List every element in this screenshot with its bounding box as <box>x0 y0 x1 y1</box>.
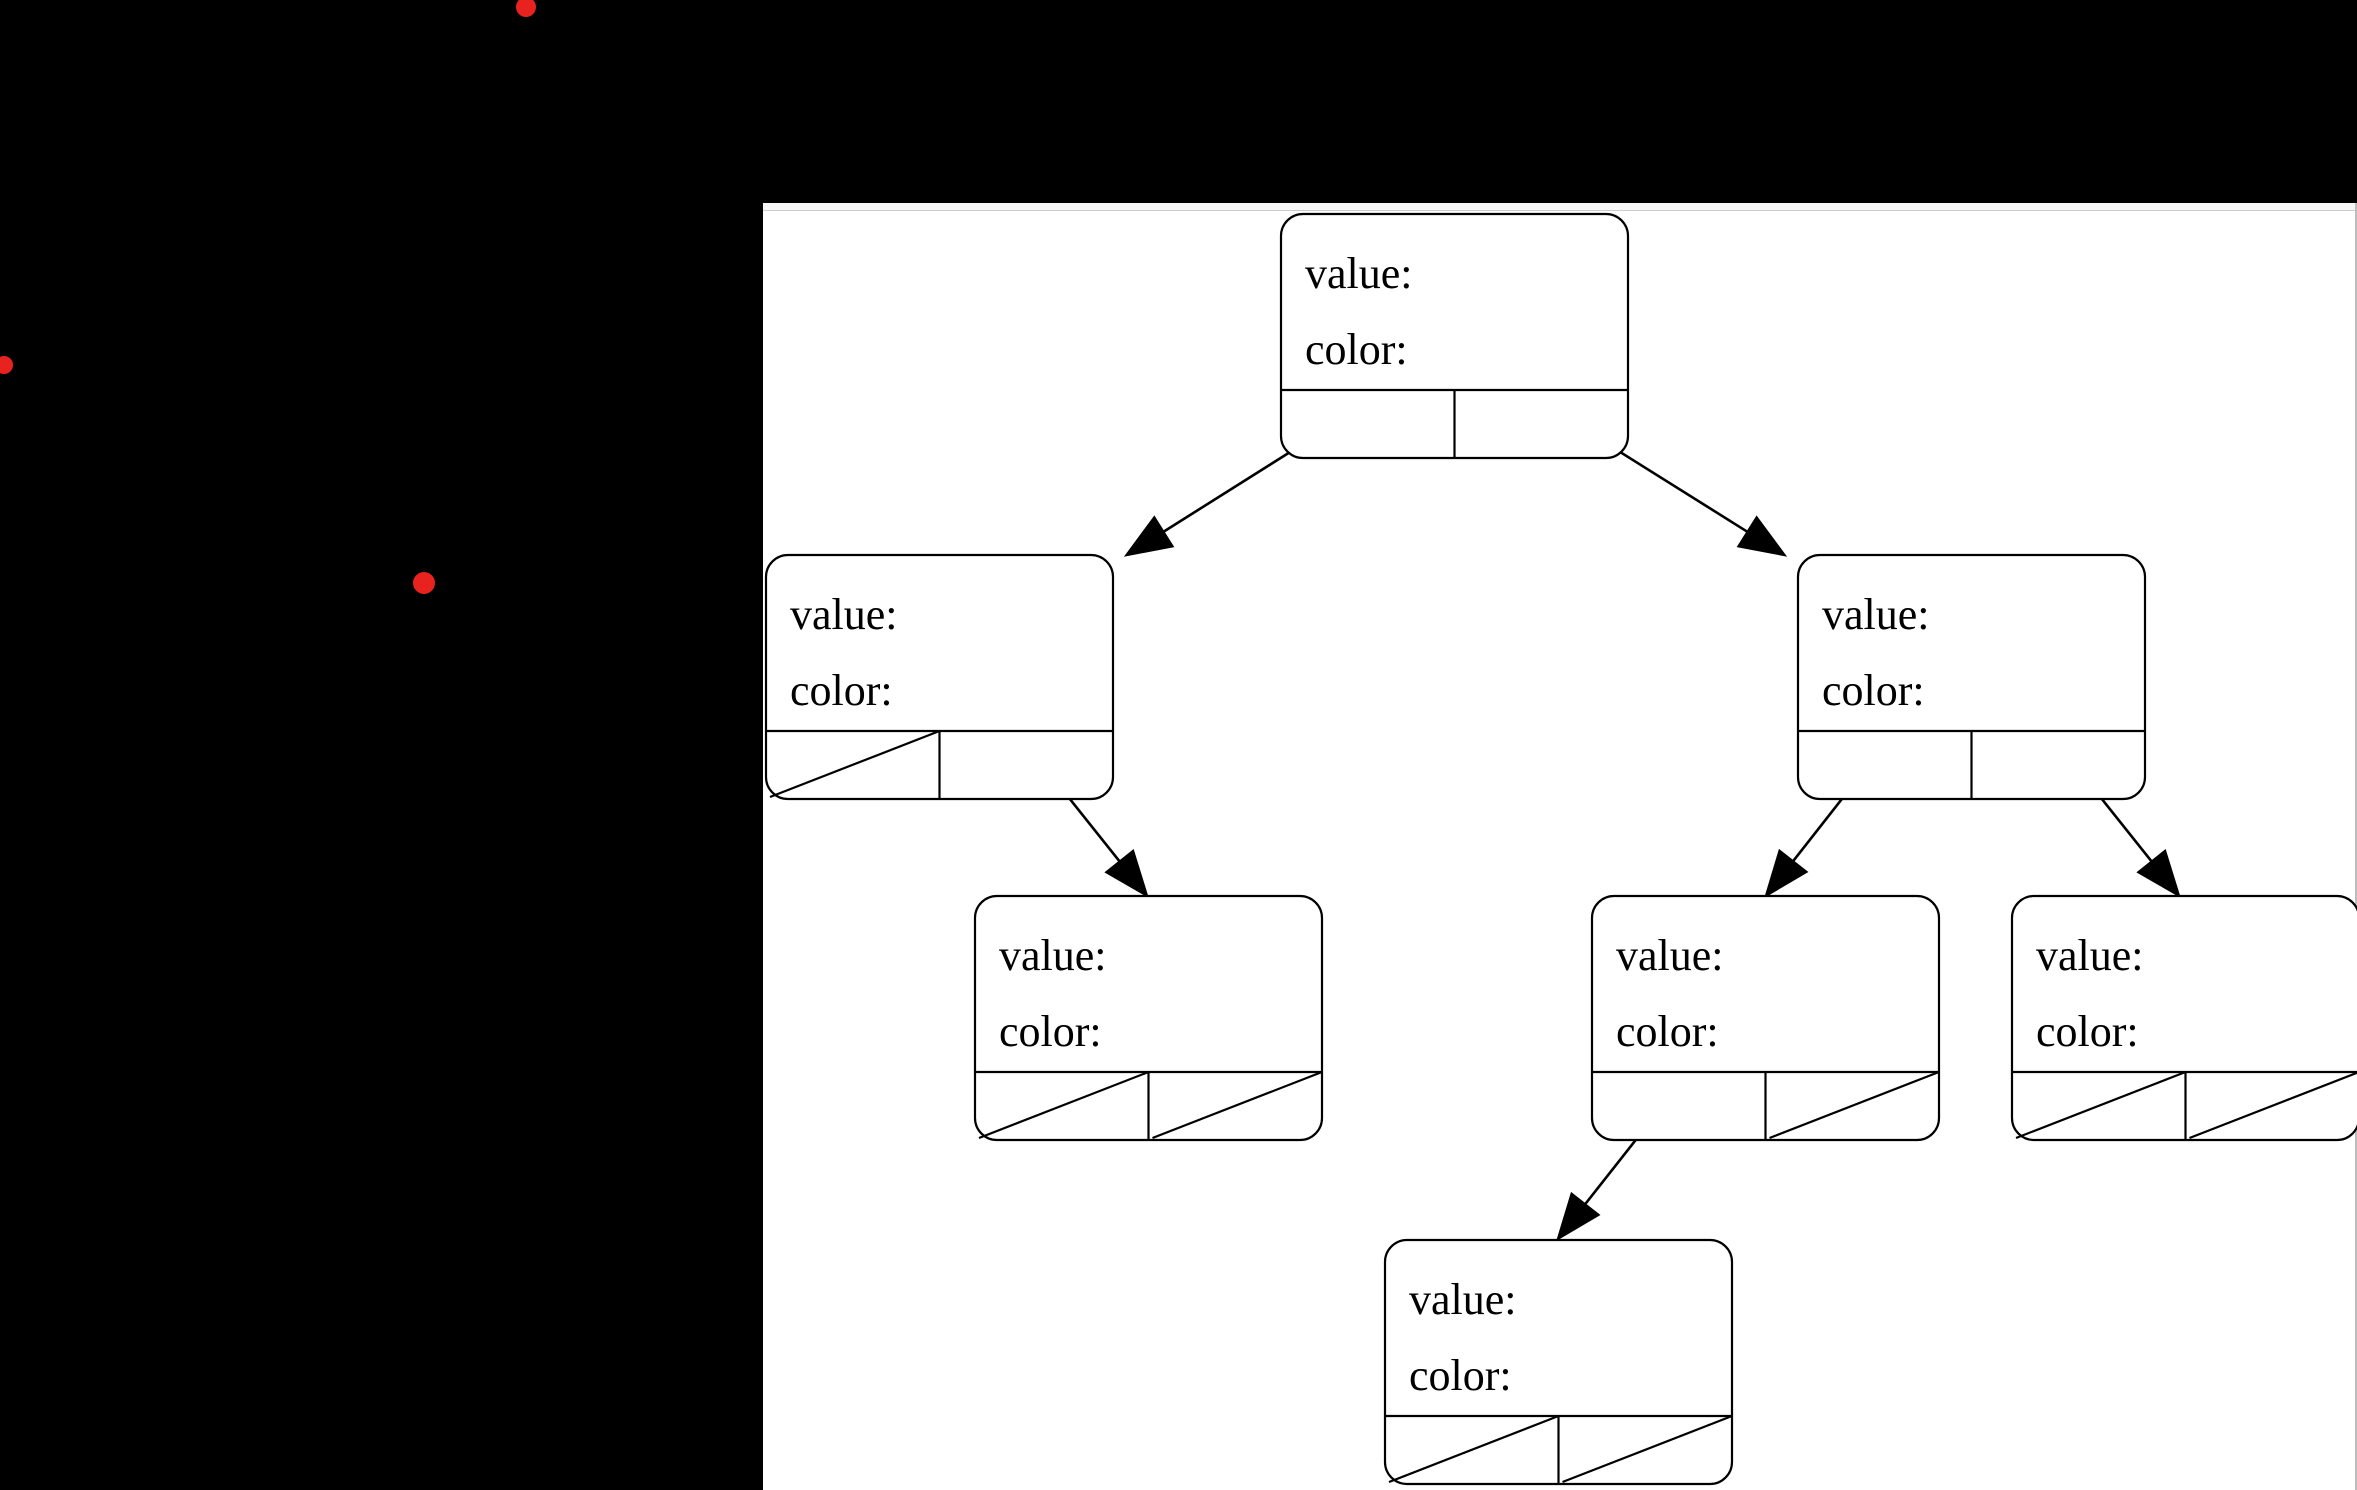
cursor-marker-middle <box>413 572 435 594</box>
node-color-label: color: <box>999 1007 1102 1056</box>
node-value-label: value: <box>790 590 898 639</box>
node-value-label: value: <box>1409 1275 1517 1324</box>
edge-arrowhead <box>1764 848 1809 899</box>
node-value-label: value: <box>999 931 1107 980</box>
edge-arrowhead <box>1123 515 1175 557</box>
cursor-marker-left <box>0 356 13 374</box>
node-left-null-slash <box>1388 1414 1559 1484</box>
canvas-top-strip <box>763 203 2357 211</box>
node-color-label: color: <box>1409 1351 1512 1400</box>
node-color-label: color: <box>1822 666 1925 715</box>
cursor-marker-top <box>516 0 536 17</box>
tree-node-n3[interactable]: value: color: <box>973 894 1324 1142</box>
edge-arrowhead <box>2136 848 2181 899</box>
node-value-label: value: <box>1616 931 1724 980</box>
node-right-null-slash <box>1152 1070 1323 1140</box>
node-value-label: value: <box>1305 249 1413 298</box>
node-color-label: color: <box>1305 325 1408 374</box>
edge-arrowhead <box>1104 848 1149 899</box>
node-color-label: color: <box>790 666 893 715</box>
node-right-null-slash <box>2189 1071 2357 1140</box>
node-color-label: color: <box>2036 1007 2139 1056</box>
tree-node-n5[interactable]: value: color: <box>2010 894 2357 1142</box>
tree-node-n6[interactable]: value: color: <box>1383 1238 1734 1486</box>
node-left-null-slash <box>978 1070 1149 1140</box>
node-right-null-slash <box>1562 1414 1733 1484</box>
node-right-null-slash <box>1769 1070 1940 1140</box>
node-left-null-slash <box>2015 1070 2186 1140</box>
node-left-null-slash <box>769 729 940 799</box>
node-value-label: value: <box>1822 590 1930 639</box>
node-value-label: value: <box>2036 931 2144 980</box>
node-color-label: color: <box>1616 1007 1719 1056</box>
tree-node-n2[interactable]: value: color: <box>1796 553 2147 801</box>
tree-node-n0[interactable]: value: color: <box>1279 212 1630 460</box>
vertical-scrollbar[interactable] <box>2355 203 2357 1490</box>
edge-arrowhead <box>1556 1191 1601 1242</box>
tree-node-n4[interactable]: value: color: <box>1590 894 1941 1142</box>
edge-arrowhead <box>1736 515 1788 557</box>
tree-node-n1[interactable]: value: color: <box>764 553 1115 801</box>
